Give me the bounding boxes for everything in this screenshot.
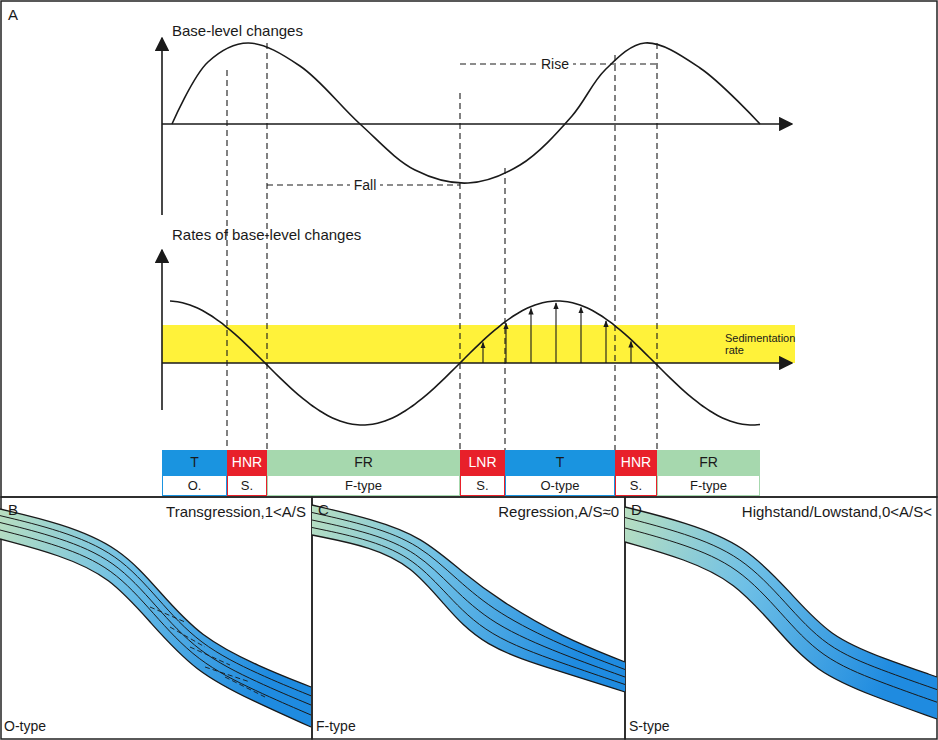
band-text: Sedimentation rate xyxy=(725,332,791,356)
phase-band: O-type xyxy=(505,475,615,496)
rate-arrow xyxy=(505,323,506,363)
body-outline xyxy=(0,509,311,687)
label: F-type xyxy=(316,718,356,734)
rate-arrow xyxy=(580,307,581,363)
band-text: S. xyxy=(476,478,488,494)
axis xyxy=(161,250,163,410)
panel-frame xyxy=(1,497,312,739)
body-outline xyxy=(625,507,937,677)
onlap-line xyxy=(150,607,185,622)
label: Fall xyxy=(350,177,381,193)
axis xyxy=(162,362,792,364)
panel-frame xyxy=(1,1,937,497)
onlap-line xyxy=(205,667,250,682)
band-text: O. xyxy=(188,478,202,494)
phase-divider xyxy=(266,43,267,450)
band-text: F-type xyxy=(345,478,382,494)
rate-curve xyxy=(170,301,760,425)
phase-band: LNR xyxy=(460,450,505,475)
base-level-curve xyxy=(172,43,760,183)
label: Highstand/Lowstand,0<A/S< xyxy=(742,503,932,520)
strata-line xyxy=(625,518,937,690)
onlap-line xyxy=(170,627,205,647)
label: Regression,A/S≈0 xyxy=(498,503,619,520)
phase-band: FR xyxy=(657,450,760,475)
phase-divider xyxy=(614,55,615,450)
sediment-body xyxy=(0,509,311,727)
strata-line xyxy=(312,520,625,677)
phase-band: S. xyxy=(460,475,505,496)
band-text: LNR xyxy=(468,454,496,471)
band-text: F-type xyxy=(690,478,727,494)
band-text: S. xyxy=(630,478,642,494)
band-text: FR xyxy=(699,454,718,471)
phase-divider xyxy=(504,168,505,450)
body-outline xyxy=(625,542,937,719)
phase-band: F-type xyxy=(267,475,460,496)
band-text: FR xyxy=(354,454,373,471)
label: S-type xyxy=(629,718,669,734)
body-outline xyxy=(0,539,311,727)
phase-band: T xyxy=(162,450,227,475)
phase-band: S. xyxy=(227,475,267,496)
label: Rates of base-level changes xyxy=(172,226,361,243)
label: Base-level changes xyxy=(172,22,303,39)
sediment-body xyxy=(625,507,937,719)
band-text: HNR xyxy=(232,454,262,471)
panel-frame xyxy=(312,497,625,739)
label: D xyxy=(631,501,642,518)
label: C xyxy=(318,501,329,518)
strata-line xyxy=(625,528,937,702)
strata-line xyxy=(0,523,311,706)
band-text: S. xyxy=(241,478,253,494)
rate-arrow xyxy=(630,342,631,363)
phase-band: S. xyxy=(615,475,657,496)
band-text: T xyxy=(190,454,199,471)
onlap-line xyxy=(190,647,230,665)
strata-line xyxy=(312,528,625,685)
rate-band: Sedimentation rate xyxy=(162,325,795,363)
rate-arrow xyxy=(555,303,556,363)
panel-frame xyxy=(625,497,937,739)
phase-divider xyxy=(226,70,227,450)
axis xyxy=(161,38,163,215)
label: O-type xyxy=(4,718,46,734)
phase-band: O. xyxy=(162,475,227,496)
phase-divider xyxy=(656,43,657,450)
axis xyxy=(162,123,792,125)
phase-band: HNR xyxy=(615,450,657,475)
rate-arrow xyxy=(530,309,531,363)
strata-line xyxy=(0,530,311,715)
phase-band: FR xyxy=(267,450,460,475)
label: Rise xyxy=(537,56,573,72)
band-text: T xyxy=(556,454,565,471)
band-text: O-type xyxy=(540,478,579,494)
body-outline xyxy=(312,505,625,662)
label: B xyxy=(8,501,18,518)
band-text: HNR xyxy=(621,454,651,471)
sediment-body xyxy=(312,505,625,692)
strata-line xyxy=(312,513,625,670)
label: A xyxy=(8,6,18,23)
onlap-line xyxy=(225,677,265,697)
phase-band: HNR xyxy=(227,450,267,475)
phase-divider xyxy=(459,93,460,450)
phase-band: T xyxy=(505,450,615,475)
rate-arrow xyxy=(605,321,606,363)
rate-arrow xyxy=(482,343,483,363)
phase-band: F-type xyxy=(657,475,760,496)
label: Transgression,1<A/S xyxy=(166,503,306,520)
